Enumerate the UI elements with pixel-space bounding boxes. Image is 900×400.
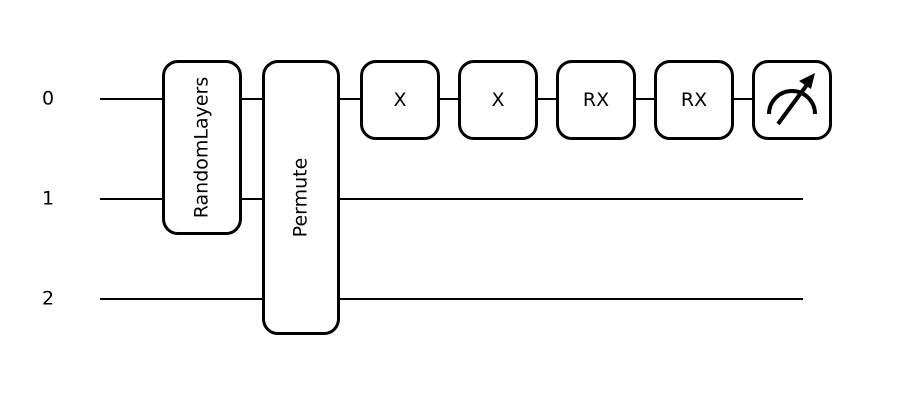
gate-label-permute: Permute (289, 157, 312, 238)
wire-line-1 (242, 198, 262, 200)
wire-line-0 (636, 98, 654, 100)
gate-randomlayers[interactable]: RandomLayers (162, 60, 242, 235)
wire-label-2: 2 (41, 287, 55, 310)
wire-line-0 (734, 98, 752, 100)
wire-line-1 (340, 198, 803, 200)
wire-label-1: 1 (41, 187, 55, 210)
wire-line-2 (100, 298, 262, 300)
wire-line-0 (538, 98, 556, 100)
gate-permute[interactable]: Permute (262, 60, 340, 335)
wire-line-0 (242, 98, 262, 100)
gate-rx-gate-1[interactable]: RX (556, 60, 636, 140)
wire-line-0 (340, 98, 360, 100)
wire-label-0: 0 (41, 87, 55, 110)
wire-line-0 (100, 98, 162, 100)
gate-label-x-gate-2: X (491, 88, 505, 111)
gate-label-randomlayers: RandomLayers (190, 76, 213, 219)
gate-label-rx-gate-2: RX (680, 88, 708, 111)
wire-line-2 (340, 298, 803, 300)
gate-rx-gate-2[interactable]: RX (654, 60, 734, 140)
gate-label-x-gate-1: X (393, 88, 407, 111)
wire-line-1 (100, 198, 162, 200)
measurement-meter-icon (767, 73, 817, 126)
wire-line-0 (440, 98, 458, 100)
gate-x-gate-1[interactable]: X (360, 60, 440, 140)
gate-x-gate-2[interactable]: X (458, 60, 538, 140)
gate-label-rx-gate-1: RX (582, 88, 610, 111)
gate-measure-gate[interactable] (752, 60, 832, 140)
